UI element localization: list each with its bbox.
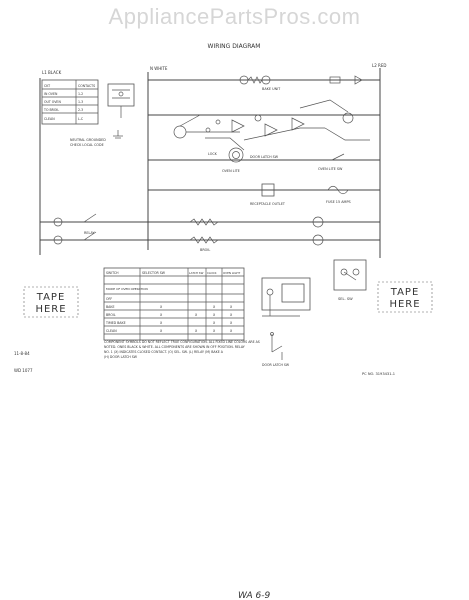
switch-table-title: SWITCH bbox=[106, 271, 119, 275]
door-latch-label: DOOR LATCH SW bbox=[250, 155, 279, 159]
selector-switch-cluster bbox=[173, 99, 370, 151]
switch-table-col-1: SELECTOR SW bbox=[142, 271, 166, 275]
note-line-2: NOTED. ONES BLACK & WHITE. ALL COMPONENT… bbox=[104, 345, 245, 349]
fuse-symbol bbox=[327, 185, 349, 195]
switch-table-col-3: CLOCK bbox=[207, 271, 217, 275]
diagram-title: WIRING DIAGRAM bbox=[208, 43, 261, 50]
switch-row-1: OFF bbox=[106, 297, 112, 301]
contact-table-r1a: IN OVEN bbox=[44, 92, 58, 96]
bake-element bbox=[189, 218, 219, 226]
contact-table-h2: CONTACTS bbox=[78, 84, 95, 88]
switch-cell-3-4: X bbox=[230, 313, 233, 317]
note-line-3: NO. 1 (X) INDICATES CLOSED CONTACT. (O) … bbox=[104, 350, 224, 354]
contact-table-r4a: CLEAN bbox=[44, 117, 55, 121]
broil-element bbox=[189, 236, 219, 244]
selector-contact-1 bbox=[312, 216, 324, 228]
switch-cell-2-3: X bbox=[213, 305, 216, 309]
oven-light-bulb bbox=[228, 147, 244, 163]
switch-cell-2-4: X bbox=[230, 305, 233, 309]
line-n-label: N WHITE bbox=[150, 66, 168, 71]
switch-row-5: CLEAN bbox=[106, 329, 117, 333]
switch-cell-4-4: X bbox=[230, 321, 233, 325]
switch-cell-4-3: X bbox=[213, 321, 216, 325]
switch-cell-5-1: X bbox=[160, 329, 163, 333]
contact-table: CKT CONTACTS IN OVEN 1-2 OUT OVEN 1-3 TO… bbox=[41, 79, 99, 125]
switch-row-3: BROIL bbox=[106, 313, 116, 317]
doc-right: PC NO. 3193431-1 bbox=[362, 372, 395, 376]
contact-table-r3b: 2-3 bbox=[78, 108, 83, 112]
switch-cell-4-1: X bbox=[160, 321, 163, 325]
neutral-note-1: NEUTRAL GROUNDED bbox=[70, 138, 106, 142]
neutral-note-2: CHECK LOCAL CODE bbox=[70, 143, 104, 147]
page-mark: WA 6-9 bbox=[238, 591, 270, 600]
switch-cell-3-1: X bbox=[160, 313, 163, 317]
receptacle-label: RECEPTACLE OUTLET bbox=[250, 202, 286, 206]
line-l2-label: L2 RED bbox=[372, 63, 386, 68]
switch-row-2: BAKE bbox=[106, 305, 114, 309]
switch-table-col-2: LATCH SW bbox=[189, 271, 204, 275]
date-left: 11-8-84 bbox=[14, 351, 30, 356]
note-line-1: COMPONENT SYMBOLS DO NOT REFLECT TRUE CO… bbox=[104, 340, 260, 344]
switch-cell-3-2: X bbox=[195, 313, 198, 317]
switch-cell-5-4: X bbox=[230, 329, 233, 333]
fuse-label: FUSE 15 AMPS bbox=[326, 200, 351, 204]
switch-row-0: MODE OF OVEN OPERATION bbox=[106, 287, 148, 291]
switch-cell-2-1: X bbox=[160, 305, 163, 309]
contact-table-r4b: L-C bbox=[78, 117, 84, 121]
tape-here-left-text-1: TAPE bbox=[36, 292, 66, 303]
doc-left: WD 1077 bbox=[14, 368, 33, 373]
tape-here-right-text-1: TAPE bbox=[390, 287, 420, 298]
bake-unit-element bbox=[239, 75, 271, 85]
contact-table-r3a: TO BROIL bbox=[43, 108, 59, 112]
watermark: AppliancePartsPros.com bbox=[108, 4, 361, 29]
receptacle-outlet bbox=[261, 183, 275, 197]
oven-lite-switch-label: OVEN LITE SW bbox=[318, 167, 343, 171]
door-latch-small-label: DOOR LATCH SW bbox=[262, 363, 290, 367]
door-latch-switch-small bbox=[270, 332, 283, 360]
sel-sw-box bbox=[333, 259, 367, 291]
switch-table-col-4: OVEN LIGHT bbox=[223, 271, 240, 275]
contact-table-r1b: 1-2 bbox=[78, 92, 83, 96]
selector-contact-2 bbox=[312, 234, 324, 246]
selector-detail bbox=[261, 277, 311, 317]
line-l1-label: L1 BLACK bbox=[42, 70, 62, 75]
broil-label: BROIL bbox=[200, 248, 210, 252]
timer-box bbox=[107, 83, 135, 107]
sel-sw-label: SEL. SW bbox=[338, 297, 353, 301]
switch-table: SWITCH SELECTOR SW LATCH SW CLOCK OVEN L… bbox=[103, 267, 245, 341]
bake-unit-label: BAKE UNIT bbox=[262, 87, 281, 91]
contact-table-r2b: 1-3 bbox=[78, 100, 83, 104]
contact-table-r2a: OUT OVEN bbox=[44, 100, 61, 104]
tape-here-right bbox=[377, 281, 433, 313]
oven-lite-label: OVEN LITE bbox=[222, 169, 240, 173]
lock-label: LOCK bbox=[208, 152, 218, 156]
note-line-4: (H) DOOR LATCH SW bbox=[104, 355, 138, 359]
switch-cell-5-3: X bbox=[213, 329, 216, 333]
switch-cell-5-2: X bbox=[195, 329, 198, 333]
tape-here-right-text-2: HERE bbox=[389, 299, 420, 310]
tape-here-left-text-2: HERE bbox=[35, 304, 66, 315]
contact-table-h1: CKT bbox=[44, 84, 50, 88]
relay-label: RELAY bbox=[84, 231, 96, 235]
switch-row-4: TIMED BAKE bbox=[105, 321, 126, 325]
switch-cell-3-3: X bbox=[213, 313, 216, 317]
tape-here-left bbox=[23, 286, 79, 318]
